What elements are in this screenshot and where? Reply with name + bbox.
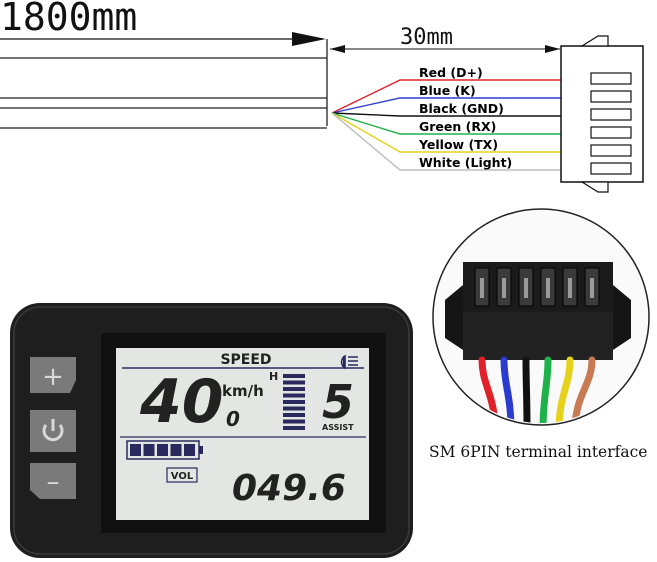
assist-bar-graph — [283, 374, 305, 430]
lcd-screen: SPEED 40 km/h 0 H 5 ASSIST — [116, 348, 369, 520]
down-button-label: – — [47, 467, 60, 497]
pin-slot — [590, 162, 632, 175]
pin-slot — [590, 72, 632, 85]
speed-decimal: 0 — [226, 407, 240, 431]
battery-cell — [184, 444, 195, 456]
down-button[interactable]: – — [30, 463, 76, 499]
cable — [0, 57, 327, 129]
assist-bar — [283, 393, 305, 398]
assist-bar — [283, 380, 305, 385]
lead-length-label: 30mm — [400, 25, 453, 50]
assist-label: ASSIST — [322, 423, 354, 432]
connector-closeup — [432, 208, 650, 426]
battery-cell — [170, 444, 182, 456]
up-button-label: + — [42, 362, 64, 392]
wire-label: Blue (K) — [419, 83, 476, 98]
odometer-value: 049.6 — [232, 468, 346, 509]
assist-bar — [283, 400, 305, 404]
assist-level-value: 5 — [322, 375, 354, 429]
speed-unit: km/h — [222, 382, 264, 400]
closeup-wire — [522, 356, 531, 423]
wire-label: Yellow (TX) — [418, 137, 498, 152]
lcd-header: SPEED — [220, 352, 271, 368]
assist-level-marker: H — [269, 370, 278, 383]
assist-bar — [283, 413, 305, 417]
wire-label: White (Light) — [419, 155, 512, 170]
assist-bar — [283, 426, 305, 430]
assist-bar — [283, 387, 305, 391]
connector-housing — [560, 35, 644, 193]
cable-length-label: 1800mm — [0, 0, 137, 39]
power-button[interactable] — [30, 410, 76, 452]
speed-value: 40 — [139, 367, 224, 437]
display-unit: + – SPEED — [10, 303, 413, 558]
battery-cell — [130, 444, 141, 456]
pin-slot — [590, 90, 632, 103]
battery-cell — [143, 444, 155, 456]
assist-bar — [283, 374, 305, 378]
cable-dimension: 1800mm — [0, 0, 328, 126]
closeup-wire — [539, 356, 552, 423]
wire-label: Black (GND) — [419, 101, 504, 116]
lead-dimension: 30mm — [330, 25, 560, 53]
battery-cell — [157, 444, 168, 456]
pin-slot — [590, 126, 632, 139]
connector-caption: SM 6PIN terminal interface — [429, 443, 647, 461]
wire-label: Green (RX) — [419, 119, 496, 134]
pin-slot — [590, 108, 632, 121]
wire-label: Red (D+) — [419, 65, 483, 80]
up-button[interactable]: + — [30, 357, 76, 393]
vol-label: VOL — [171, 471, 194, 482]
pin-slot — [590, 144, 632, 157]
assist-bar — [283, 406, 305, 411]
closeup-wire — [555, 356, 574, 423]
power-icon — [42, 419, 64, 442]
wire-group: Red (D+)1Blue (K)2Black (GND)3Green (RX)… — [331, 65, 574, 178]
assist-bar — [283, 419, 305, 424]
battery-indicator — [126, 440, 203, 460]
